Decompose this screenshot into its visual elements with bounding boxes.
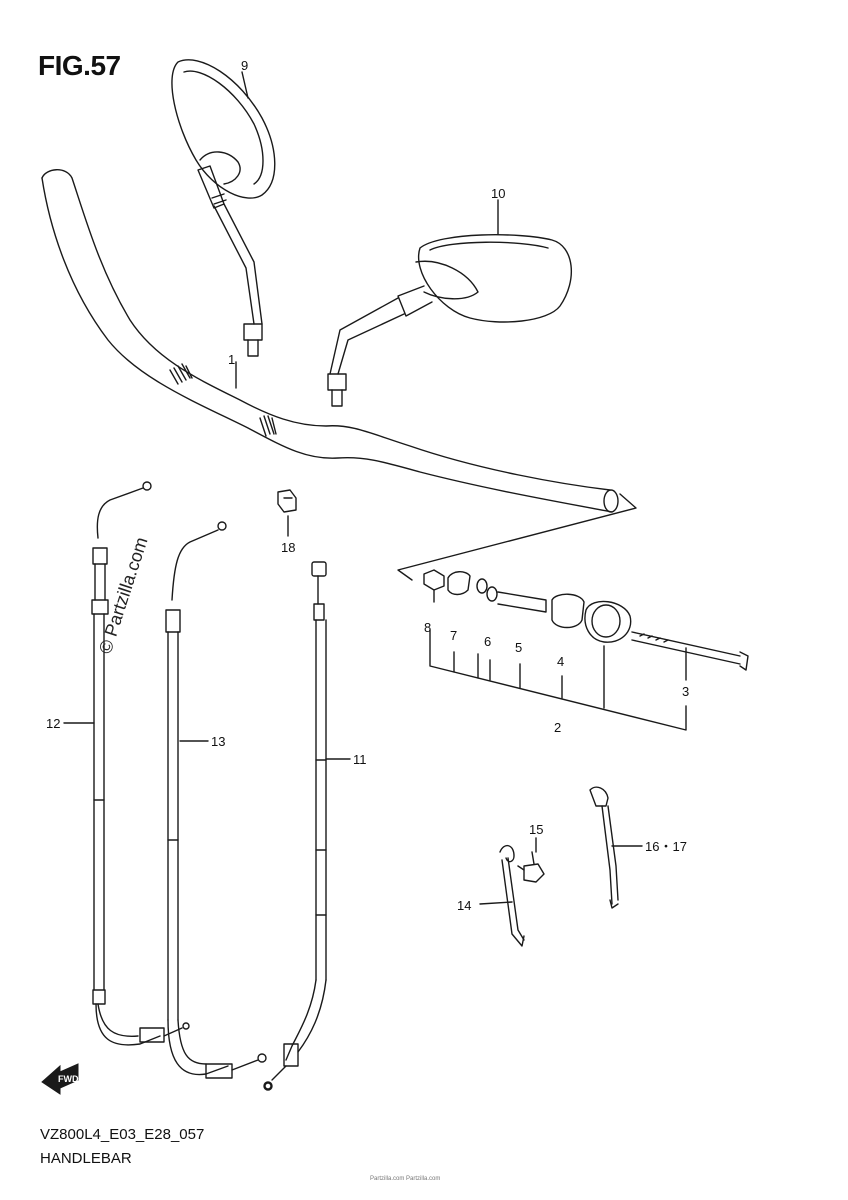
callout-11: 11 <box>353 752 367 767</box>
right-mirror <box>327 234 572 407</box>
callout-10: 10 <box>491 186 505 201</box>
callout-8: 8 <box>424 620 431 635</box>
callout-13: 13 <box>211 734 225 749</box>
cable-clip-18 <box>277 489 297 513</box>
callout-3: 3 <box>682 684 689 699</box>
diagram-code: VZ800L4_E03_E28_057 <box>40 1126 205 1143</box>
callout-16-17: 16・17 <box>645 839 687 854</box>
callout-7: 7 <box>450 628 457 643</box>
callout-15: 15 <box>529 822 543 837</box>
handle-weight-assembly <box>423 569 749 731</box>
callout-2: 2 <box>554 720 561 735</box>
callout-12: 12 <box>46 716 60 731</box>
fwd-label: FWD <box>58 1074 79 1084</box>
callout-18: 18 <box>281 540 295 555</box>
callout-1: 1 <box>228 352 235 367</box>
callout-6: 6 <box>484 634 491 649</box>
cable-11 <box>264 561 327 1090</box>
callout-9: 9 <box>241 58 248 73</box>
throttle-cable-13 <box>165 521 273 1091</box>
handlebar <box>41 169 637 581</box>
footnote: Partzilla.com Partzilla.com <box>370 1176 441 1182</box>
callout-14: 14 <box>457 898 471 913</box>
callout-5: 5 <box>515 640 522 655</box>
bracket-14 <box>499 845 525 947</box>
callout-4: 4 <box>557 654 564 669</box>
cable-tie-16-17 <box>589 786 619 909</box>
forward-arrow-icon: FWD <box>41 1063 79 1095</box>
figure-title: FIG.57 <box>38 50 121 81</box>
bolt-15 <box>517 851 545 883</box>
diagram-name: HANDLEBAR <box>40 1150 132 1167</box>
left-mirror <box>171 59 276 357</box>
throttle-cable-12 <box>91 481 190 1046</box>
